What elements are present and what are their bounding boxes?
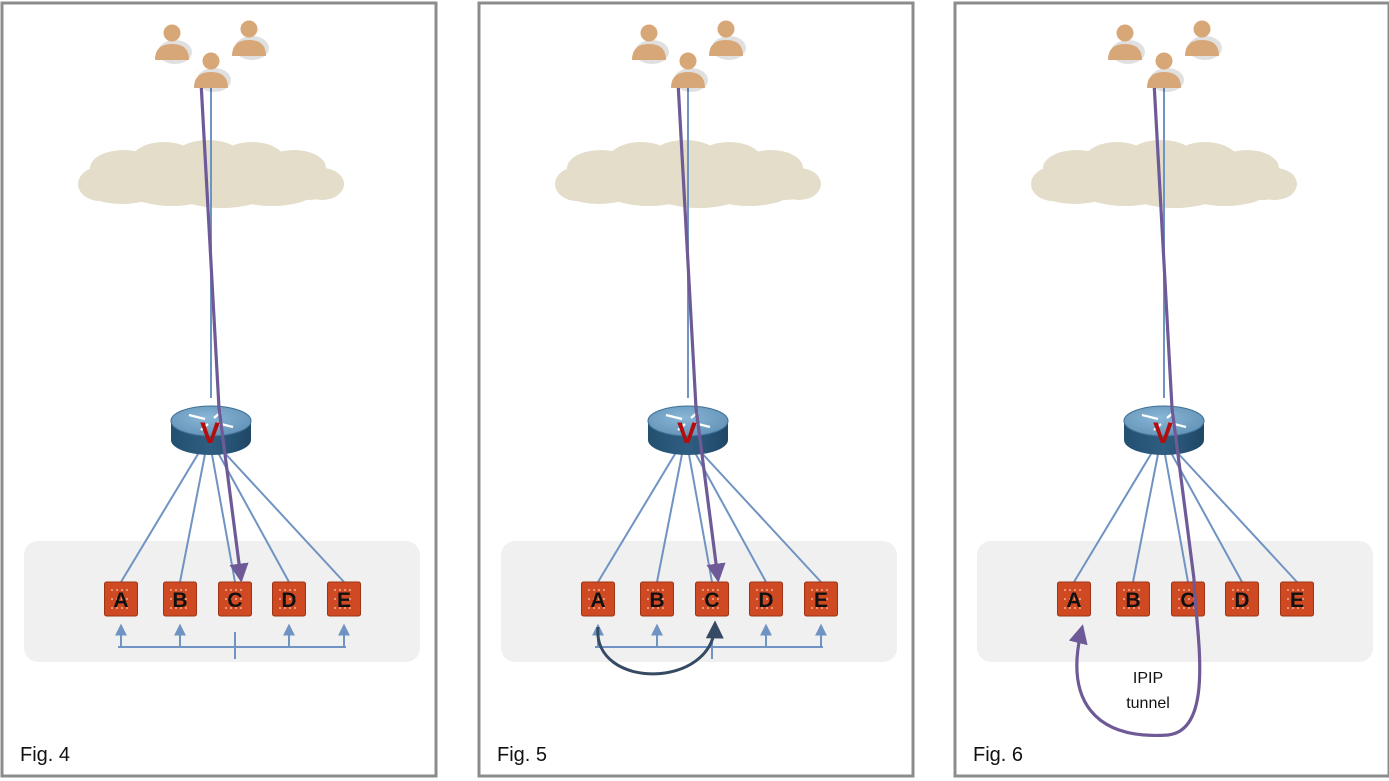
- server-label: C: [1180, 589, 1195, 612]
- server-icon: D: [749, 581, 783, 617]
- server-link-line: [597, 448, 679, 583]
- figure-caption: Fig. 4: [20, 744, 70, 766]
- server-link-line: [1073, 448, 1155, 583]
- server-icon: E: [327, 581, 361, 617]
- server-link-line: [697, 448, 822, 583]
- server-link-line: [120, 448, 202, 583]
- tunnel-label: IPIP: [1133, 670, 1163, 687]
- server-label: C: [704, 589, 719, 612]
- server-icon: B: [163, 581, 197, 617]
- traffic-path: [1152, 81, 1196, 580]
- server-label: A: [113, 589, 128, 612]
- figure-caption: Fig. 6: [973, 744, 1023, 766]
- user-icon: [671, 52, 708, 92]
- server-link-line: [687, 448, 713, 583]
- server-label: D: [758, 589, 773, 612]
- server-label: E: [337, 589, 351, 612]
- server-link-line: [179, 448, 207, 583]
- server-icon: C: [218, 581, 252, 617]
- server-label: A: [590, 589, 605, 612]
- ipip-tunnel-path: [1068, 578, 1202, 738]
- user-icon: [1147, 52, 1184, 92]
- server-icon: D: [272, 581, 306, 617]
- user-icon: [632, 24, 669, 64]
- server-link-line: [1173, 448, 1298, 583]
- server-label: E: [814, 589, 828, 612]
- router-icon: V: [170, 405, 252, 455]
- traffic-path: [199, 81, 249, 583]
- server-icon: B: [1116, 581, 1150, 617]
- router-icon: V: [647, 405, 729, 455]
- router-label: V: [200, 417, 220, 450]
- server-link-line: [656, 448, 684, 583]
- server-icon: A: [581, 581, 615, 617]
- forward-path: [596, 620, 724, 676]
- server-label: B: [172, 589, 187, 612]
- user-icon: [194, 52, 231, 92]
- server-link-line: [1132, 448, 1160, 583]
- traffic-path: [676, 81, 726, 583]
- server-icon: E: [1280, 581, 1314, 617]
- server-icon: D: [1225, 581, 1259, 617]
- tunnel-label: tunnel: [1126, 695, 1170, 712]
- figure-panel-5: V A B C D E Fig. 5: [477, 1, 915, 778]
- server-label: D: [1234, 589, 1249, 612]
- router-label: V: [1153, 417, 1173, 450]
- server-label: B: [649, 589, 664, 612]
- server-label: A: [1066, 589, 1081, 612]
- server-link-line: [1163, 448, 1189, 583]
- router-icon: V: [1123, 405, 1205, 455]
- server-link-line: [210, 448, 236, 583]
- user-icon: [232, 20, 269, 60]
- user-icon: [709, 20, 746, 60]
- server-label: D: [281, 589, 296, 612]
- cloud-icon: [1031, 140, 1297, 208]
- server-label: C: [227, 589, 242, 612]
- cloud-icon: [555, 140, 821, 208]
- figure-panel-4: V A B C D E Fig. 4: [0, 1, 438, 778]
- server-icon: B: [640, 581, 674, 617]
- server-icon: A: [1057, 581, 1091, 617]
- user-icon: [1108, 24, 1145, 64]
- server-label: B: [1125, 589, 1140, 612]
- server-link-line: [220, 448, 345, 583]
- user-icon: [155, 24, 192, 64]
- server-icon: A: [104, 581, 138, 617]
- user-icon: [1185, 20, 1222, 60]
- router-label: V: [677, 417, 697, 450]
- figure-caption: Fig. 5: [497, 744, 547, 766]
- server-icon: C: [695, 581, 729, 617]
- distribution-bus: [115, 623, 350, 659]
- server-label: E: [1290, 589, 1304, 612]
- server-icon: E: [804, 581, 838, 617]
- server-icon: C: [1171, 581, 1205, 617]
